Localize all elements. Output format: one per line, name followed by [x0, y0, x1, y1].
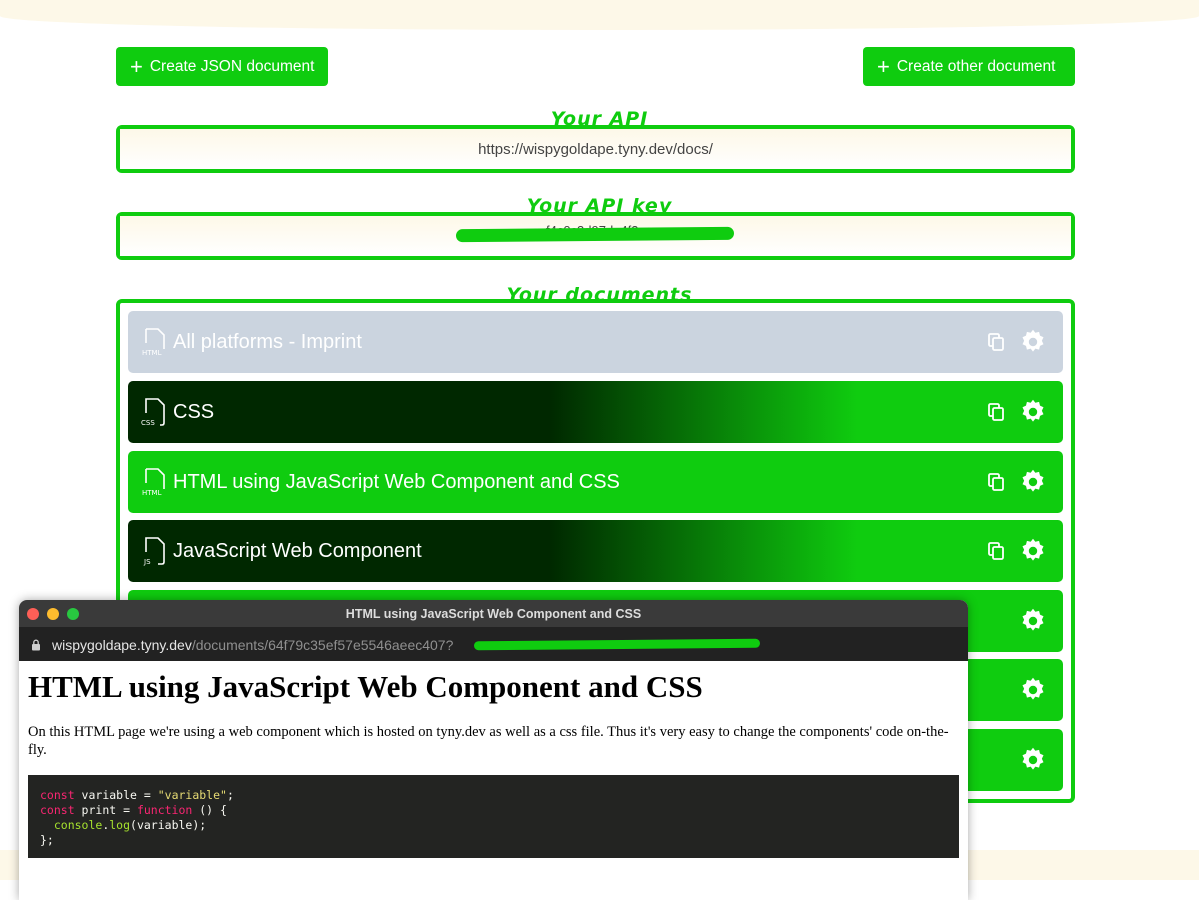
api-key-redaction [455, 226, 735, 243]
browser-titlebar: HTML using JavaScript Web Component and … [19, 600, 968, 628]
browser-title: HTML using JavaScript Web Component and … [345, 606, 642, 621]
code-keyword: const [40, 788, 75, 803]
create-json-document-button[interactable]: + Create JSON document [116, 47, 329, 86]
browser-url-bar[interactable]: wispygoldape.tyny.dev/documents/64f79c35… [19, 628, 968, 661]
html-file-icon: HTML [142, 468, 165, 497]
document-title: CSS [173, 400, 215, 423]
url-path: /documents/64f79c35ef57e5546aeec407? [191, 636, 454, 653]
code-text: print = [74, 803, 137, 818]
code-keyword: const [40, 803, 75, 818]
api-key-legend: Your API key [0, 195, 1199, 217]
code-text: ; [226, 788, 234, 803]
code-text: . [102, 818, 110, 833]
file-badge: JS [143, 558, 151, 566]
document-row[interactable]: CSS CSS [128, 381, 1063, 443]
maximize-window-button[interactable] [67, 608, 79, 620]
gear-icon[interactable] [1019, 676, 1047, 704]
code-text: }; [40, 833, 54, 848]
gear-icon[interactable] [1019, 328, 1047, 356]
gear-icon[interactable] [1019, 746, 1047, 774]
gear-icon[interactable] [1019, 468, 1047, 496]
code-block: const variable = "variable"; const print… [28, 775, 959, 859]
create-json-document-label: Create JSON document [149, 57, 315, 75]
copy-icon[interactable] [987, 402, 1005, 422]
gear-icon[interactable] [1019, 607, 1047, 635]
code-function: console [40, 818, 103, 833]
page-heading: HTML using JavaScript Web Component and … [28, 669, 703, 704]
gear-icon[interactable] [1019, 537, 1047, 565]
browser-page-content: HTML using JavaScript Web Component and … [19, 669, 968, 859]
create-other-document-button[interactable]: + Create other document [863, 47, 1075, 86]
file-badge: CSS [141, 419, 155, 427]
url-host: wispygoldape.tyny.dev [52, 636, 192, 653]
create-other-document-label: Create other document [896, 57, 1056, 75]
close-window-button[interactable] [27, 608, 39, 620]
code-keyword: function [136, 803, 193, 818]
code-string: "variable" [157, 788, 227, 803]
plus-icon: + [130, 53, 143, 79]
browser-preview-window: HTML using JavaScript Web Component and … [19, 600, 968, 900]
plus-icon: + [877, 53, 890, 79]
code-text: (variable); [130, 818, 207, 833]
api-legend: Your API [0, 108, 1199, 130]
api-panel: https://wispygoldape.tyny.dev/docs/ [116, 125, 1075, 173]
file-badge: HTML [142, 349, 162, 357]
url-redaction [473, 638, 761, 651]
copy-icon[interactable] [987, 541, 1005, 561]
code-text: () { [192, 803, 227, 818]
js-file-icon: JS [143, 537, 165, 566]
document-row[interactable]: HTML HTML using JavaScript Web Component… [128, 451, 1063, 513]
copy-icon[interactable] [987, 332, 1005, 352]
document-title: JavaScript Web Component [173, 539, 422, 562]
html-file-icon: HTML [142, 328, 165, 357]
gear-icon[interactable] [1019, 398, 1047, 426]
top-decorative-band [0, 0, 1199, 30]
code-function: log [109, 818, 131, 833]
document-title: All platforms - Imprint [173, 330, 362, 353]
css-file-icon: CSS [141, 398, 165, 427]
document-row[interactable]: JS JavaScript Web Component [128, 520, 1063, 582]
minimize-window-button[interactable] [47, 608, 59, 620]
copy-icon[interactable] [987, 472, 1005, 492]
lock-icon [32, 639, 40, 650]
code-text: variable = [74, 788, 158, 803]
file-badge: HTML [142, 489, 162, 497]
api-url[interactable]: https://wispygoldape.tyny.dev/docs/ [478, 140, 713, 158]
page-paragraph: On this HTML page we're using a web comp… [28, 724, 949, 759]
document-title: HTML using JavaScript Web Component and … [173, 470, 620, 493]
document-row[interactable]: HTML All platforms - Imprint [128, 311, 1063, 373]
window-controls [27, 608, 79, 620]
